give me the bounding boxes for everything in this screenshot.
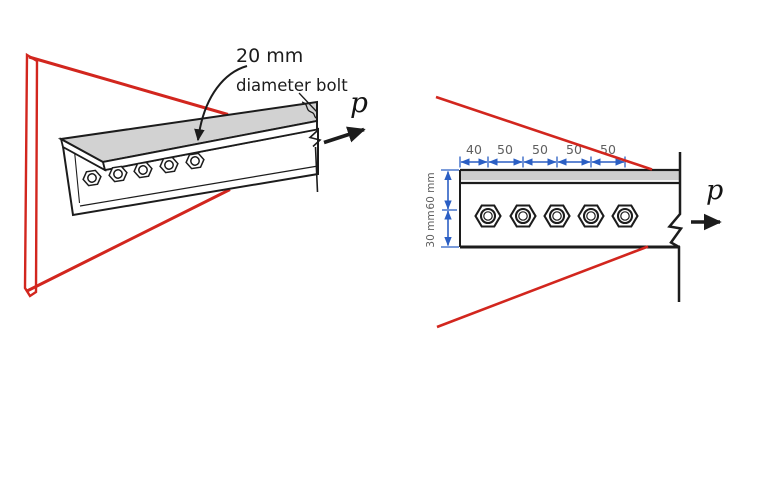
dimension-labels-top: 40 50 50 50 50 <box>466 142 616 157</box>
hex-bolt <box>133 161 153 179</box>
hex-bolt <box>509 204 537 228</box>
force-arrow-shaft <box>323 126 366 145</box>
dim-label-50-1: 50 <box>497 142 513 157</box>
plate-edge-upper <box>435 95 653 171</box>
hex-bolt <box>474 204 502 228</box>
dim-label-40: 40 <box>466 142 482 157</box>
web-bottom-bevel-line <box>79 165 319 207</box>
dim-label-50-2: 50 <box>532 142 548 157</box>
plate-bottom-edge <box>26 188 231 293</box>
bar-member <box>459 168 680 249</box>
angle-member <box>57 100 319 217</box>
beam-line-with-break <box>667 152 684 302</box>
hex-bolt <box>159 156 179 174</box>
cut-tick-line <box>298 92 318 113</box>
bolt-label-line2: diameter bolt <box>236 76 348 95</box>
bar-flange-strip <box>460 171 680 181</box>
force-arrow-left: p <box>323 86 368 145</box>
force-label: p <box>350 86 368 119</box>
left-view: p 20 mm diameter bolt <box>23 45 368 298</box>
force-arrow-right: p <box>691 175 723 231</box>
right-view: 40 50 50 50 50 60 mm 30 mm <box>425 95 723 329</box>
bolt-label-line1: 20 mm <box>236 45 303 67</box>
gusset-plate-edges <box>435 95 653 329</box>
bolt-row-isometric <box>82 152 205 187</box>
hex-bolt <box>543 204 571 228</box>
cut-line-vertical <box>308 104 322 193</box>
plate-top-edge <box>28 55 229 116</box>
hex-bolt <box>577 204 605 228</box>
hex-bolt <box>108 165 128 183</box>
cut-break-marks <box>298 92 322 193</box>
dimension-chain-left <box>441 169 459 248</box>
hex-bolt <box>185 152 205 170</box>
hex-bolt <box>611 204 639 228</box>
bolt-row-elevation <box>474 204 639 228</box>
dim-label-60mm: 60 mm <box>425 172 437 209</box>
hex-bolt <box>82 169 102 187</box>
flange-break-squiggle <box>301 101 318 120</box>
force-label: p <box>706 175 723 206</box>
plate-edge-lower <box>436 245 649 329</box>
dim-label-30mm: 30 mm <box>425 210 437 247</box>
dimension-ticks-left <box>441 169 459 248</box>
bolt-size-callout: 20 mm diameter bolt <box>194 45 348 142</box>
leader-arrow <box>194 65 248 142</box>
gusset-plate <box>23 52 231 298</box>
dimension-labels-left: 60 mm 30 mm <box>425 172 437 247</box>
plate-left-edge <box>23 52 39 298</box>
dimension-ticks-top <box>459 156 626 168</box>
web-left-bevel-line <box>73 150 81 204</box>
dimension-chain-top <box>459 156 626 168</box>
